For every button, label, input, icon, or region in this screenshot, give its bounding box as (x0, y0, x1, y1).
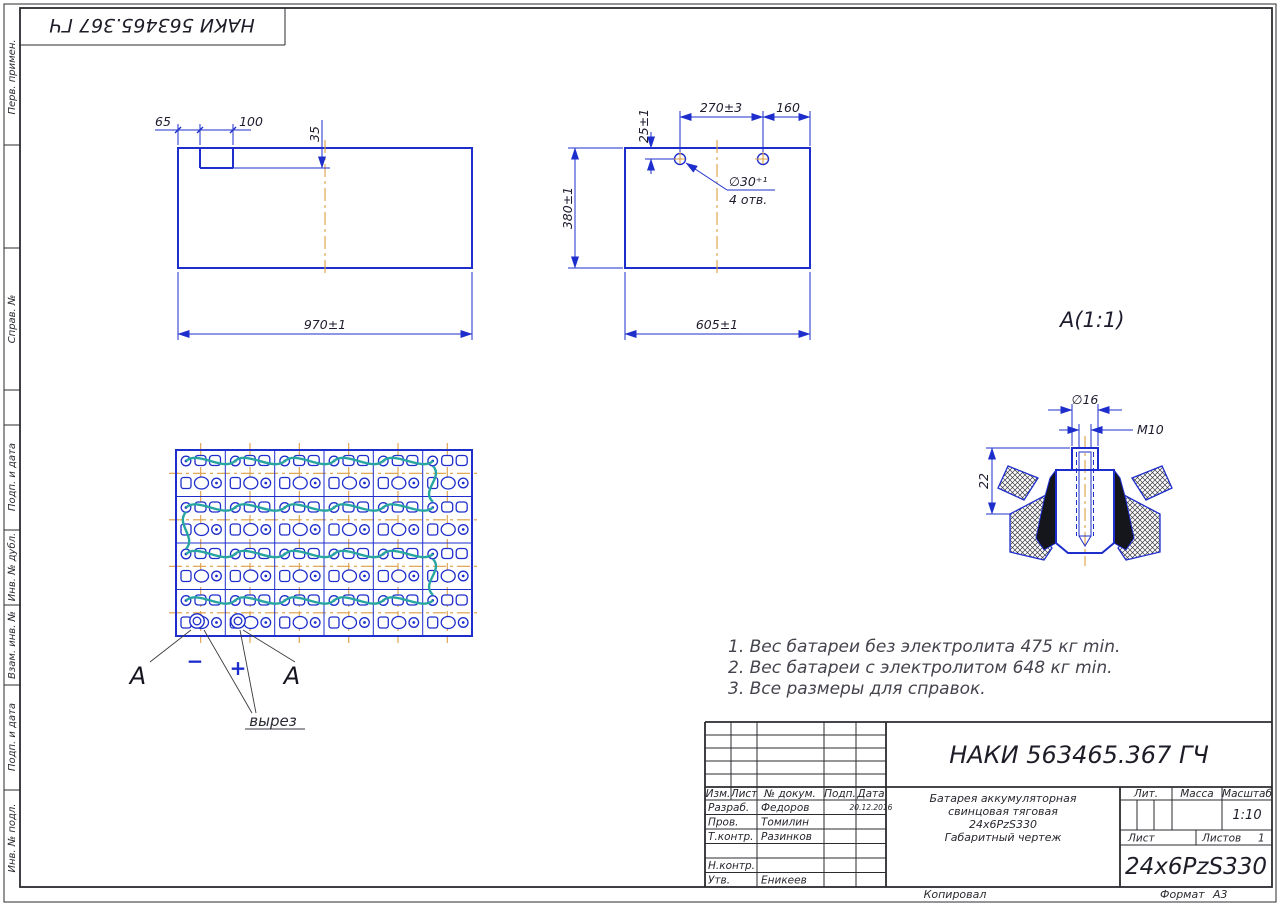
notes: 1. Вес батареи без электролита 475 кг mi… (728, 637, 1120, 699)
tb-razrab: Разраб. (708, 802, 749, 814)
plus-sign: + (230, 656, 247, 680)
detail-a: А(1:1) ∅16 M10 22 (976, 308, 1173, 566)
margin-separators (4, 144, 20, 791)
tb-tkontr: Т.контр. (708, 831, 754, 843)
margin-label-sprav: Справ. № (7, 295, 18, 344)
detail-title: А(1:1) (1058, 308, 1125, 332)
dim-22: 22 (976, 473, 991, 489)
copied-label: Копировал (924, 888, 987, 901)
stamp-box (20, 8, 286, 46)
cell-connectors (181, 456, 438, 605)
tb-utv-name: Еникеев (761, 875, 807, 887)
cell-walls (176, 450, 472, 636)
tb-title-1: Батарея аккумуляторная (930, 792, 1077, 805)
dim-380: 380±1 (560, 187, 575, 229)
format-value: А3 (1212, 888, 1228, 901)
margin-label-inv-dubl: Инв. № дубл. (6, 533, 18, 601)
section-label-a-left: А (128, 662, 146, 690)
tb-razrab-name: Федоров (761, 802, 809, 814)
dim-970: 970±1 (304, 317, 346, 332)
tb-title-4: Габаритный чертеж (945, 831, 1062, 844)
plan-view: А А − + вырез (128, 443, 479, 730)
sheet-frame: НАКИ 563465.367 ГЧ Перв. примен. Справ. … (3, 3, 1277, 903)
dim-16: ∅16 (1072, 392, 1099, 407)
tb-col-podp: Подп. (824, 788, 856, 800)
margin-label-vzam: Взам. инв. № (7, 611, 18, 679)
tb-prov: Пров. (708, 817, 739, 829)
tb-listov-value: 1 (1258, 833, 1265, 845)
title-block-thick-lines (704, 721, 1272, 887)
format-label: Формат (1160, 888, 1205, 901)
tb-listov: Листов (1201, 833, 1241, 845)
hole-diameter-label: ∅30⁺¹ (729, 174, 767, 189)
terminal-body (1055, 469, 1115, 554)
dim-25: 25±1 (636, 109, 651, 143)
thread-bore (1078, 451, 1092, 537)
hole-qty-label: 4 отв. (729, 192, 767, 207)
section-leaders (149, 629, 305, 730)
tb-tkontr-name: Разинков (761, 831, 812, 843)
tb-lit: Лит. (1133, 788, 1158, 800)
dim-605: 605±1 (696, 317, 738, 332)
front-view: 65 100 35 970±1 (155, 114, 473, 340)
margin-label-inv-podl: Инв. № подл. (7, 804, 18, 873)
front-notch (199, 148, 234, 169)
margin-label-podp2: Подп. и дата (7, 703, 18, 771)
tb-nkontr: Н.контр. (708, 860, 755, 872)
note-3: 3. Все размеры для справок. (728, 679, 986, 699)
minus-sign: − (187, 649, 204, 673)
margin-label-podp1: Подп. и дата (7, 443, 18, 511)
cover-right-step (1131, 465, 1173, 501)
dim-65: 65 (155, 114, 171, 129)
title-block: НАКИ 563465.367 ГЧ Изм. Лист № докум. По… (704, 721, 1272, 887)
tb-title-3: 24х6PzS330 (969, 818, 1037, 831)
dim-35: 35 (307, 126, 322, 142)
terminal-boss (1071, 447, 1099, 471)
tb-col-data: Дата (856, 788, 884, 800)
bore-tip (1078, 535, 1092, 547)
footer: Копировал Формат А3 (924, 888, 1228, 901)
tb-col-izm: Изм. (706, 788, 731, 800)
tb-list: Лист (1127, 833, 1155, 845)
tb-utv: Утв. (708, 875, 730, 887)
side-view: 270±3 160 25±1 380±1 605±1 ∅30⁺¹ 4 отв. (560, 100, 811, 340)
side-centerlines (672, 140, 771, 276)
end-terminals (189, 613, 246, 629)
tb-prov-name: Томилин (761, 817, 809, 829)
tb-masshtab: Масштаб (1222, 788, 1272, 800)
cutout-label: вырез (249, 712, 296, 730)
thread-lines (1076, 452, 1094, 536)
title-block-thin-lines (705, 722, 1272, 887)
outer-border (3, 3, 1277, 903)
note-2: 2. Вес батареи с электролитом 648 кг min… (728, 658, 1113, 678)
dim-270: 270±3 (700, 100, 742, 115)
dim-160: 160 (776, 100, 800, 115)
margin-label-perv: Перв. примен. (7, 39, 18, 114)
tb-col-list: Лист (730, 788, 758, 800)
tb-col-doc: № докум. (763, 788, 816, 800)
tb-doc-number: НАКИ 563465.367 ГЧ (949, 741, 1209, 769)
main-frame (19, 7, 1273, 888)
note-1: 1. Вес батареи без электролита 475 кг mi… (728, 637, 1120, 657)
section-label-a-right: А (282, 662, 300, 690)
tb-massa: Масса (1180, 788, 1213, 800)
tb-title-2: свинцовая тяговая (948, 805, 1058, 818)
thread-label: M10 (1137, 422, 1164, 437)
tb-code: 24х6PzS330 (1125, 854, 1267, 880)
tb-date: 20.12.2016 (850, 803, 893, 812)
cover-left-step (997, 465, 1039, 501)
stamp-text: НАКИ 563465.367 ГЧ (49, 14, 255, 36)
tb-scale: 1:10 (1232, 808, 1261, 823)
dim-100: 100 (239, 114, 263, 129)
